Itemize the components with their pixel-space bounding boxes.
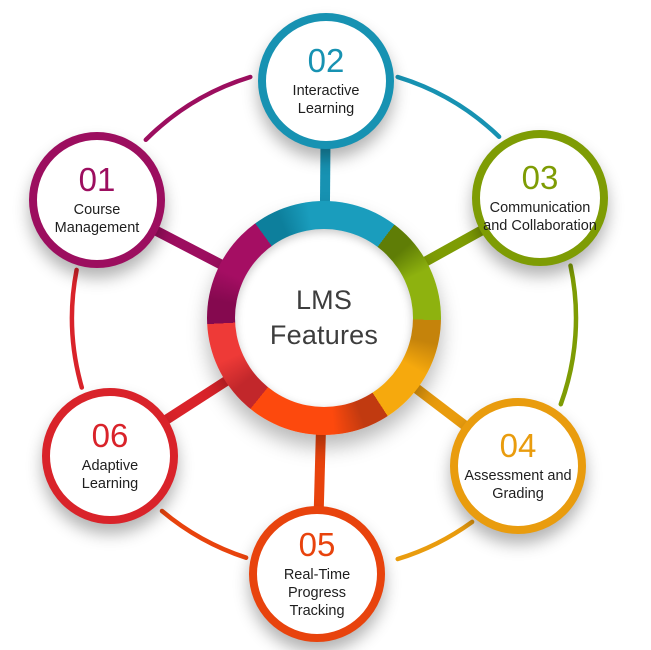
node-label: Real-Time Progress Tracking <box>283 566 351 619</box>
arc-01-to-02 <box>143 74 253 143</box>
node-adaptive-learning: 06 Adaptive Learning <box>42 388 178 524</box>
node-communication-collaboration: 03 Communication and Collaboration <box>472 130 608 266</box>
arc-06-to-01 <box>69 267 85 390</box>
arc-05-to-06 <box>159 508 249 560</box>
node-label: Interactive Learning <box>292 82 360 117</box>
node-label: Assessment and Grading <box>464 467 572 502</box>
node-course-management: 01 Course Management <box>29 132 165 268</box>
arc-03-to-04 <box>558 263 579 407</box>
node-number: 03 <box>521 159 559 197</box>
node-label: Communication and Collaboration <box>483 199 597 234</box>
center-title: LMS Features <box>269 284 379 350</box>
node-number: 06 <box>91 417 129 455</box>
node-interactive-learning: 02 Interactive Learning <box>258 13 394 149</box>
node-number: 01 <box>78 161 116 199</box>
node-assessment-grading: 04 Assessment and Grading <box>450 398 586 534</box>
node-label: Course Management <box>54 201 140 236</box>
node-progress-tracking: 05 Real-Time Progress Tracking <box>249 506 385 642</box>
arc-02-to-03 <box>395 74 502 139</box>
center-hub: LMS Features <box>235 229 413 407</box>
node-number: 05 <box>298 525 336 563</box>
node-number: 02 <box>307 42 345 80</box>
arc-04-to-05 <box>395 519 475 562</box>
center-segmented-ring: LMS Features <box>207 201 441 435</box>
node-number: 04 <box>499 427 537 465</box>
node-label: Adaptive Learning <box>81 457 139 492</box>
